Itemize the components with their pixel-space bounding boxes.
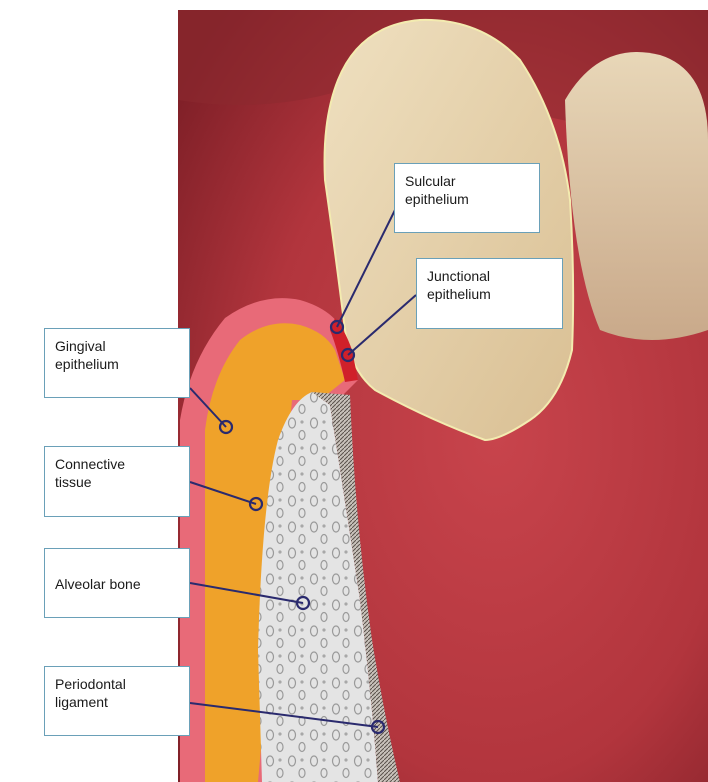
label-alveolar-bone: Alveolar bone xyxy=(44,548,190,618)
label-gingival-epithelium: Gingival epithelium xyxy=(44,328,190,398)
label-junctional-epithelium: Junctional epithelium xyxy=(416,258,563,329)
label-connective-tissue: Connective tissue xyxy=(44,446,190,517)
label-sulcular-epithelium: Sulcular epithelium xyxy=(394,163,540,233)
label-periodontal-ligament: Periodontal ligament xyxy=(44,666,190,736)
